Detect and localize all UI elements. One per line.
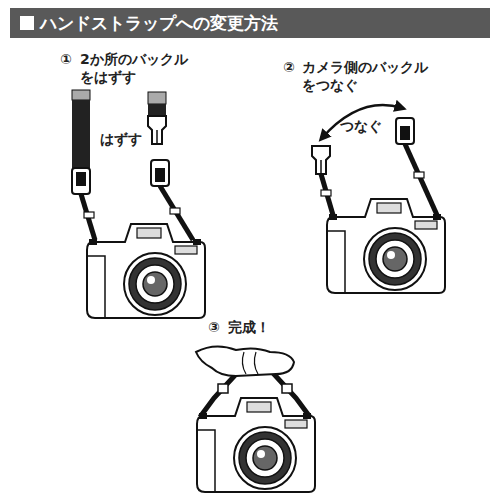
step-number: ②: [283, 58, 295, 76]
step-text: カメラ側のバックル をつなぐ: [302, 58, 436, 94]
header-title: ハンドストラップへの変更方法: [40, 12, 278, 34]
action-label: はずす: [100, 130, 142, 148]
step-number: ①: [60, 50, 72, 68]
step-text: 完成！: [228, 318, 270, 336]
step3-figure: [196, 346, 315, 492]
action-label: つなぐ: [340, 117, 382, 135]
step-text: 2か所のバックル をはずす: [80, 50, 198, 86]
step-number: ③: [208, 318, 220, 336]
step2-figure: [312, 105, 445, 293]
header-bar: [10, 8, 490, 38]
step1-figure: [72, 90, 205, 318]
